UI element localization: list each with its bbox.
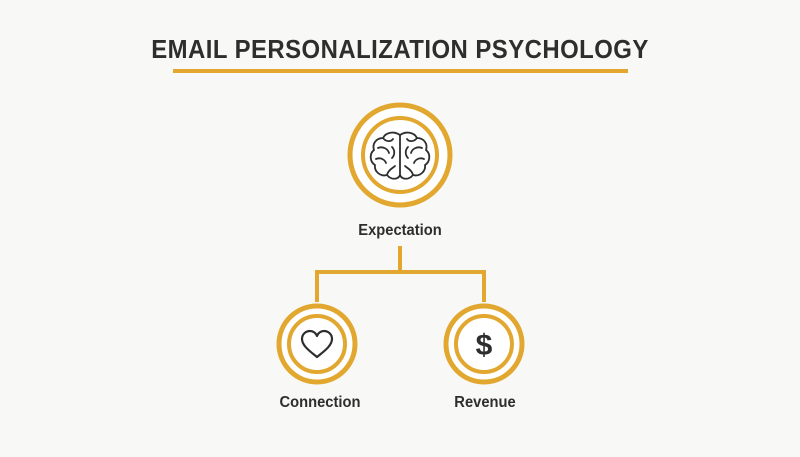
connector-lines	[315, 246, 486, 302]
label-connection: Connection	[279, 394, 361, 411]
diagram-title: EMAIL PERSONALIZATION PSYCHOLOGY	[151, 34, 649, 64]
brain-icon	[369, 131, 431, 180]
node-expectation	[347, 102, 453, 208]
title-underline	[173, 69, 628, 73]
label-expectation: Expectation	[358, 222, 442, 239]
node-connection	[276, 303, 358, 385]
node-revenue: $	[443, 303, 525, 385]
node-revenue-inner-ring	[454, 314, 514, 374]
heart-icon	[300, 329, 334, 359]
node-connection-inner-ring	[287, 314, 347, 374]
label-revenue: Revenue	[454, 394, 516, 411]
dollar-icon: $	[476, 329, 493, 362]
